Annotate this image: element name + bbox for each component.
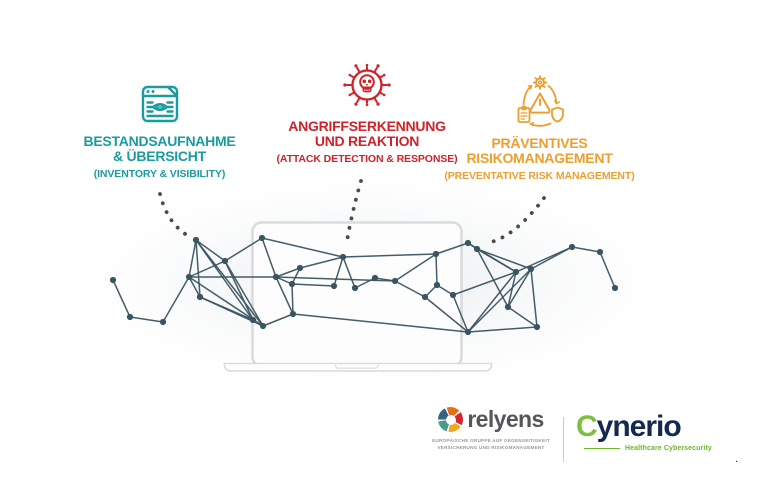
relyens-wordmark: relyens	[467, 406, 544, 432]
feature-subtitle: (PREVENTATIVE RISK MANAGEMENT)	[444, 169, 635, 182]
relyens-tagline: EUROPÄISCHE GRUPPE AUF GEGENSEITIGKEIT V…	[426, 437, 556, 452]
cynerio-wordmark-c: C	[576, 410, 598, 443]
cynerio-wordmark-rest: ynerio	[596, 410, 682, 443]
laptop-outline	[223, 221, 493, 372]
title-line: PRÄVENTIVES	[491, 135, 588, 151]
network-graph	[109, 234, 619, 336]
laptop-base	[223, 362, 493, 372]
logo-divider	[563, 417, 564, 462]
laptop-hinge-notch	[334, 364, 379, 369]
cynerio-wordmark: Cynerio	[576, 412, 702, 442]
footnote-dot: .	[735, 453, 739, 465]
feature-risk-management: PRÄVENTIVES RISIKOMANAGEMENT (PREVENTATI…	[437, 72, 642, 182]
title-line: BESTANDSAUFNAHME	[83, 133, 236, 149]
browser-eye-icon	[62, 80, 257, 128]
risk-cycle-icon	[437, 72, 642, 130]
relyens-tagline-line2: VERSICHERUNG UND RISIKOMANAGEMENT	[437, 445, 545, 451]
feature-subtitle: (INVENTORY & VISIBILITY)	[93, 167, 226, 180]
dotted-connector-3	[485, 196, 546, 245]
virus-skull-icon	[272, 57, 462, 113]
dotted-connector-2	[345, 179, 363, 243]
cynerio-tagline: Healthcare Cybersecurity	[625, 445, 712, 452]
relyens-logo: relyens EUROPÄISCHE GRUPPE AUF GEGENSEIT…	[426, 407, 556, 452]
relyens-pinwheel-icon	[438, 407, 464, 432]
cynerio-logo: Cynerio Healthcare Cybersecurity	[576, 412, 712, 453]
feature-title: BESTANDSAUFNAHME & ÜBERSICHT	[62, 133, 257, 165]
feature-attack-detection: ANGRIFFSERKENNUNG UND REAKTION (ATTACK D…	[272, 57, 462, 165]
title-line: UND REAKTION	[314, 133, 420, 150]
cynerio-tagline-line	[584, 447, 620, 450]
feature-title: PRÄVENTIVES RISIKOMANAGEMENT	[437, 135, 642, 167]
relyens-tagline-line1: EUROPÄISCHE GRUPPE AUF GEGENSEITIGKEIT	[432, 438, 550, 443]
dotted-connector-1	[158, 192, 194, 240]
feature-inventory-visibility: BESTANDSAUFNAHME & ÜBERSICHT (INVENTORY …	[62, 80, 257, 180]
feature-subtitle: (ATTACK DETECTION & RESPONSE)	[276, 152, 458, 165]
title-line: ANGRIFFSERKENNUNG	[288, 118, 446, 134]
title-line: & ÜBERSICHT	[113, 148, 206, 165]
title-line: RISIKOMANAGEMENT	[466, 150, 613, 167]
dotted-connectors	[158, 179, 546, 245]
feature-title: ANGRIFFSERKENNUNG UND REAKTION	[272, 118, 462, 150]
